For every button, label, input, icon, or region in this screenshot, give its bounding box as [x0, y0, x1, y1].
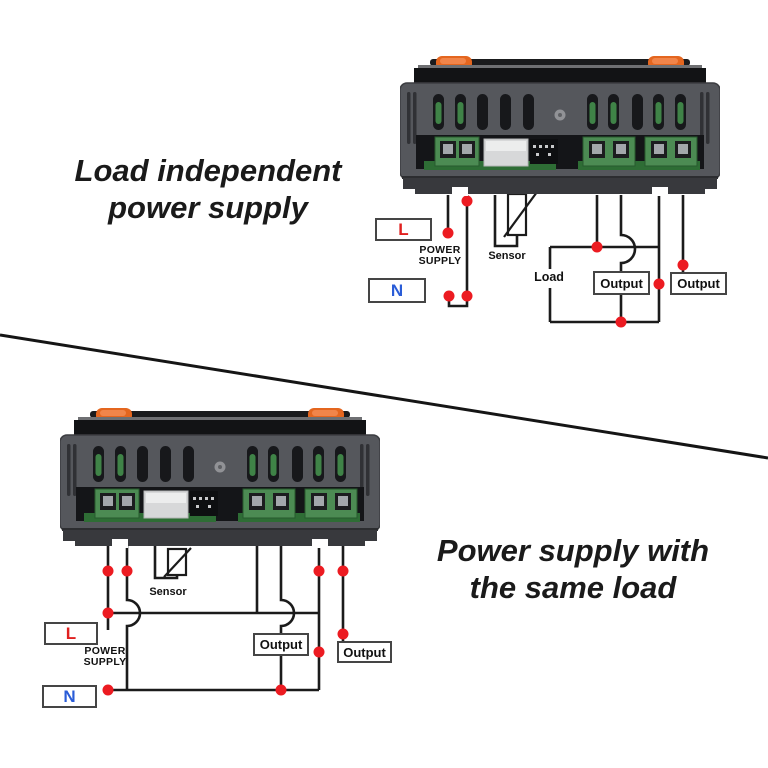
junction-dot	[102, 565, 114, 577]
junction-dot	[337, 565, 349, 577]
junction-dot	[461, 290, 473, 302]
wire-sensor-bottom	[153, 546, 179, 580]
power-supply-line2: SUPPLY	[83, 656, 127, 668]
junction-dot	[677, 259, 689, 271]
thermistor-diagonal-bottom	[163, 547, 192, 578]
junction-dot	[443, 290, 455, 302]
sensor-label-top: Sensor	[488, 250, 526, 262]
junction-dots-top	[442, 195, 689, 328]
junction-dot	[275, 684, 287, 696]
live-terminal-label: L	[398, 220, 409, 239]
live-terminal-label: L	[65, 624, 77, 643]
output-box-left-top: Output	[593, 271, 650, 295]
bottom-wiring	[102, 546, 349, 696]
top-title-line1: Load independent	[74, 153, 342, 188]
power-supply-line2: SUPPLY	[418, 255, 462, 267]
junction-dot	[313, 565, 325, 577]
junction-dot	[337, 628, 349, 640]
power-supply-line1: POWER	[84, 645, 126, 657]
junction-dot	[615, 316, 627, 328]
bottom-title-line1: Power supply with	[436, 533, 710, 568]
junction-dot	[313, 646, 325, 658]
neutral-terminal-box-top: N	[368, 278, 426, 303]
junction-dot	[102, 684, 114, 696]
controller-device-top	[400, 56, 720, 196]
thermistor-diagonal-top	[503, 191, 538, 238]
top-title-line2: power supply	[108, 190, 308, 225]
junction-dot	[102, 607, 114, 619]
wire-sensor-top	[493, 195, 519, 248]
power-supply-label-bottom: POWER SUPPLY	[68, 646, 142, 668]
output-label: Output	[343, 644, 386, 660]
junction-dot	[653, 278, 665, 290]
output-label: Output	[600, 275, 643, 291]
neutral-terminal-label: N	[390, 281, 404, 300]
junction-dot	[591, 241, 603, 253]
wire-relay1b-jump-top	[619, 195, 637, 271]
top-section-title: Load independent power supply	[42, 152, 374, 226]
output-box-right-bottom: Output	[337, 641, 392, 663]
output-label: Output	[677, 276, 720, 291]
neutral-terminal-label: N	[63, 687, 76, 706]
junction-dots-bottom	[102, 565, 349, 696]
live-terminal-box-top: L	[375, 218, 432, 241]
power-supply-line1: POWER	[419, 244, 461, 256]
output-box-right-top: Output	[670, 272, 727, 295]
junction-dot	[121, 565, 133, 577]
sensor-label-bottom: Sensor	[149, 586, 187, 598]
bottom-section-title: Power supply with the same load	[412, 532, 734, 606]
neutral-terminal-box-bottom: N	[42, 685, 97, 708]
output-box-left-bottom: Output	[253, 633, 309, 656]
power-supply-label-top: POWER SUPPLY	[403, 245, 477, 267]
top-wiring	[442, 191, 689, 328]
controller-device-bottom	[60, 408, 380, 548]
section-divider-line	[0, 333, 768, 460]
live-terminal-box-bottom: L	[44, 622, 98, 645]
bottom-title-line2: the same load	[469, 570, 677, 605]
output-label: Output	[259, 637, 303, 652]
junction-dot	[461, 195, 473, 207]
wire-relay1b-jump-bottom	[279, 546, 296, 633]
junction-dot	[442, 227, 454, 239]
load-label-top: Load	[534, 270, 564, 284]
